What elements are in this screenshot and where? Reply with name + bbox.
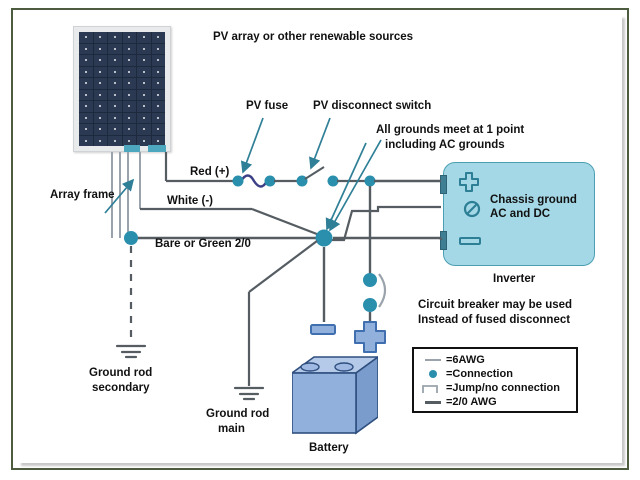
connection-dot-icon: [420, 370, 446, 378]
label-battery: Battery: [309, 442, 349, 454]
legend-box: =6AWG =Connection =Jump/no connection =2…: [412, 347, 578, 413]
leader-all-grounds-b: [325, 142, 367, 231]
jump-arc-icon: [420, 383, 446, 394]
label-array-frame: Array frame: [50, 189, 115, 201]
label-ground-rod-main-line2: main: [218, 423, 245, 435]
junction-to-main-rod-diagonal: [248, 240, 318, 293]
label-ground-rod-secondary-line2: secondary: [92, 382, 150, 394]
fuse-icon: [239, 174, 269, 188]
leader-pv-disconnect: [309, 117, 331, 170]
connection-dot-positive-bus: [364, 175, 376, 187]
legend-item-6awg: =6AWG: [420, 353, 570, 367]
connection-dot-fuse-in: [232, 175, 244, 187]
legend-item-jump: =Jump/no connection: [420, 381, 570, 395]
label-ground-rod-secondary-line1: Ground rod: [89, 367, 153, 379]
earth-ground-icon-main: [233, 386, 265, 401]
chassis-ground-line2: AC and DC: [490, 208, 551, 220]
legend-label-jump: =Jump/no connection: [446, 382, 560, 394]
connection-dot-switch-in: [296, 175, 308, 187]
chassis-ground-line1: Chassis ground: [490, 194, 577, 206]
label-ground-rod-main-line1: Ground rod: [206, 408, 270, 420]
battery-body: [289, 355, 381, 437]
battery-positive-icon: [354, 321, 386, 353]
inverter-negative-terminal: [440, 231, 447, 250]
label-breaker-note-line2: Instead of fused disconnect: [418, 314, 571, 326]
label-pv-array: PV array or other renewable sources: [213, 31, 414, 43]
label-inverter: Inverter: [493, 273, 536, 285]
chassis-ground-icon: [463, 200, 481, 218]
thick-line-icon: [420, 400, 446, 404]
label-pv-disconnect: PV disconnect switch: [313, 100, 432, 112]
connection-dot-array-ground: [124, 231, 138, 245]
leader-array-frame: [104, 178, 135, 214]
label-breaker-note-line1: Circuit breaker may be used: [418, 299, 573, 311]
leader-all-grounds-a: [329, 139, 382, 232]
pv-terminal-tab-negative: [124, 145, 140, 152]
label-red-positive: Red (+): [190, 166, 230, 178]
legend-item-2-0awg: =2/0 AWG: [420, 395, 570, 409]
battery-negative-icon: [310, 324, 336, 335]
legend-label-6awg: =6AWG: [446, 354, 485, 366]
connection-dot-breaker-top: [363, 273, 377, 287]
label-all-grounds-line1: All grounds meet at 1 point: [376, 124, 525, 136]
pv-array-panel: [73, 26, 171, 152]
label-white-negative: White (-): [167, 195, 213, 207]
disconnect-switch-icon: [304, 166, 325, 180]
negative-bus-jump-wire: [330, 205, 441, 242]
pv-negative-diagonal: [251, 207, 323, 238]
label-bare-green: Bare or Green 2/0: [155, 238, 251, 250]
circuit-breaker-icon: [378, 273, 387, 308]
connection-dot-fuse-out: [264, 175, 276, 187]
earth-ground-icon-secondary: [115, 344, 147, 359]
inverter-body: Chassis ground AC and DC: [440, 162, 595, 266]
legend-label-connection: =Connection: [446, 368, 513, 380]
leader-pv-fuse: [240, 117, 264, 174]
inverter-positive-terminal: [440, 175, 447, 194]
connection-dot-breaker-bottom: [363, 298, 377, 312]
label-pv-fuse: PV fuse: [246, 100, 289, 112]
legend-item-connection: =Connection: [420, 367, 570, 381]
label-all-grounds-line2: including AC grounds: [385, 139, 505, 151]
thin-line-icon: [420, 359, 446, 361]
minus-terminal-icon: [459, 237, 481, 245]
connection-dot-main-ground-junction: [315, 229, 333, 247]
chassis-ground-label: Chassis ground AC and DC: [490, 193, 577, 221]
connection-dot-switch-out: [327, 175, 339, 187]
plus-terminal-icon: [459, 172, 479, 192]
legend-label-2-0awg: =2/0 AWG: [446, 396, 497, 408]
pv-terminal-tab-positive: [148, 145, 166, 152]
pv-cell-grid: [79, 32, 165, 146]
